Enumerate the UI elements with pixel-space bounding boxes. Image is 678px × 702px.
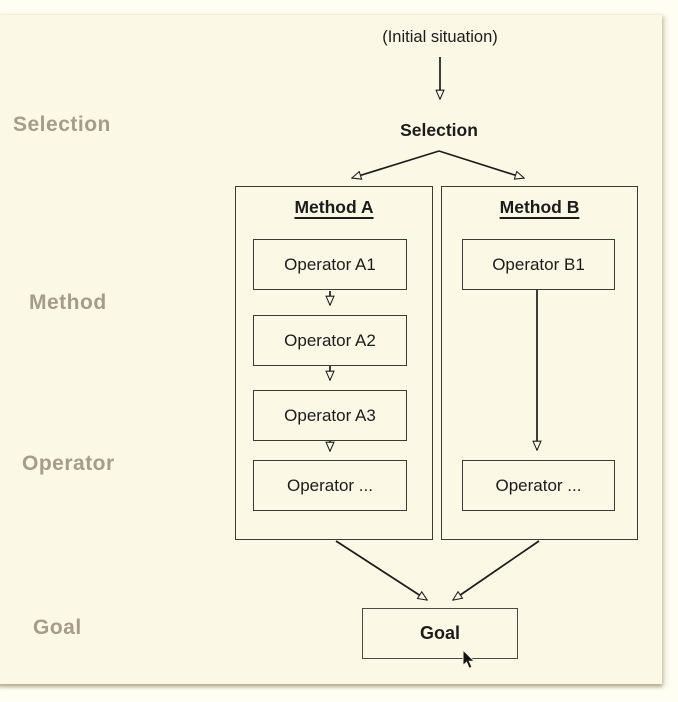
slide-background-panel: [0, 14, 662, 684]
method-b-container: Method B: [441, 186, 638, 540]
operator-a-ellipsis-box: Operator ...: [253, 460, 407, 511]
goal-box: Goal: [362, 608, 518, 659]
stage-label-goal: Goal: [33, 616, 82, 639]
method-a-title: Method A: [294, 197, 374, 217]
arrow-selection-to-method-a: [352, 150, 440, 178]
stage-label-operator: Operator: [22, 452, 115, 475]
operator-a3-box: Operator A3: [253, 390, 407, 441]
operator-b1-box: Operator B1: [462, 239, 615, 290]
operator-a2-box: Operator A2: [253, 315, 407, 366]
arrow-method-b-to-goal: [453, 540, 540, 600]
method-a-container: Method A: [235, 186, 433, 540]
operator-b-ellipsis-box: Operator ...: [462, 460, 615, 511]
arrow-method-a-to-goal: [335, 540, 427, 600]
stage-label-selection: Selection: [13, 113, 111, 136]
operator-a1-box: Operator A1: [253, 239, 407, 290]
stage-label-method: Method: [29, 291, 107, 314]
selection-node-label: Selection: [400, 120, 478, 140]
arrow-selection-to-method-b: [438, 150, 524, 178]
goal-label: Goal: [419, 623, 460, 643]
method-b-title: Method B: [499, 197, 580, 217]
initial-situation-label: (Initial situation): [382, 28, 498, 46]
